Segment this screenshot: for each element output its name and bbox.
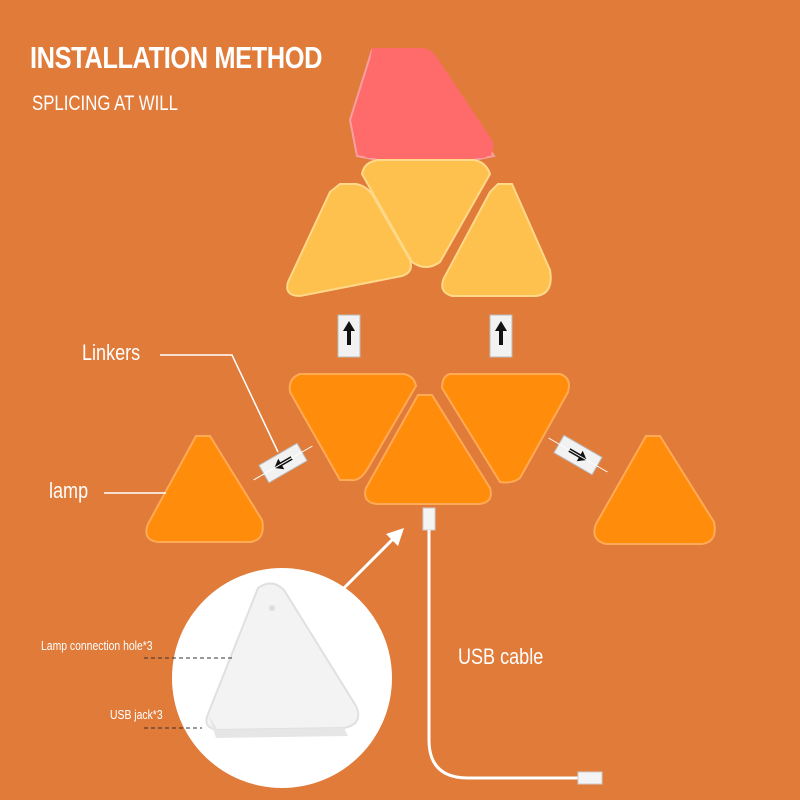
page-title: INSTALLATION METHOD	[30, 40, 323, 75]
usb-cable-label: USB cable	[458, 644, 544, 669]
page-subtitle: SPLICING AT WILL	[32, 92, 178, 115]
panel-red-top	[348, 48, 496, 161]
linker-top-right	[489, 314, 513, 358]
lamp-right	[593, 435, 716, 545]
usb-cable	[427, 530, 578, 780]
panel-orange-left	[288, 373, 418, 482]
linker-right-diagonal	[548, 434, 608, 476]
product-closeup	[172, 568, 392, 788]
panel-orange-right	[440, 373, 570, 484]
panel-orange-center	[364, 394, 492, 505]
lamp-connection-hole-label: Lamp connection hole*3	[41, 638, 153, 653]
lamp-label: lamp	[49, 478, 89, 503]
linker-top-left	[337, 314, 361, 358]
panel-yellow-left	[286, 183, 412, 298]
hub-device-illustration	[205, 582, 360, 738]
lamp-left	[145, 435, 264, 543]
usb-jack-label: USB jack*3	[110, 707, 163, 722]
panel-yellow-center	[360, 159, 492, 268]
panel-yellow-right	[441, 183, 552, 297]
usb-connector-end	[577, 771, 603, 785]
linkers-label: Linkers	[82, 340, 141, 365]
linker-left-diagonal	[253, 442, 313, 484]
linkers-leader-line	[160, 354, 279, 453]
